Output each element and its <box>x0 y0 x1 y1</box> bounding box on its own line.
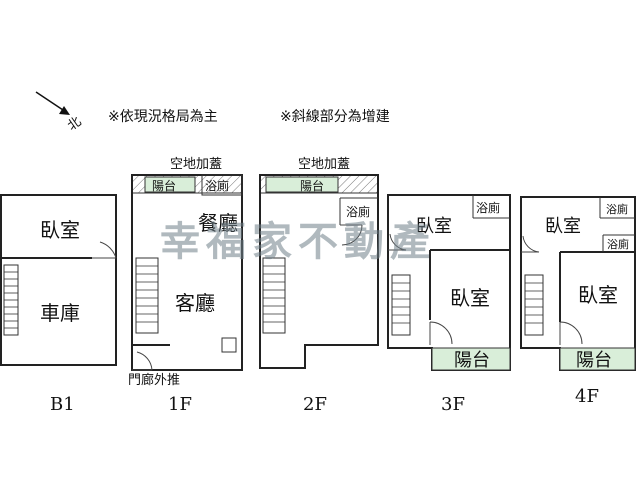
note-vacant-lot-cover: 空地加蓋 <box>170 157 222 172</box>
balcony-area <box>265 176 339 193</box>
balcony-area <box>559 347 636 371</box>
room-dining: 餐廳 <box>198 211 238 235</box>
floor-label-b1: B1 <box>50 394 75 415</box>
room-balcony: 陽台 <box>152 178 176 193</box>
plan-b1: 臥室 車庫 B1 <box>0 194 117 415</box>
room-bathroom: 浴廁 <box>476 200 500 215</box>
note-porch-extended: 門廊外推 <box>128 372 180 388</box>
room-bedroom-south: 臥室 <box>450 286 490 310</box>
room-bathroom: 浴廁 <box>346 204 370 219</box>
floor-label-2f: 2F <box>303 394 327 415</box>
pillar-icon <box>221 337 237 353</box>
plan-1f: 空地加蓋 陽台 浴廁 餐廳 客廳 門廊外推 1F <box>128 157 243 415</box>
floor-label-4f: 4F <box>575 386 599 407</box>
room-garage: 車庫 <box>40 301 80 325</box>
note-current-layout: ※依現況格局為主 <box>108 109 218 125</box>
room-bathroom-2: 浴廁 <box>607 237 629 251</box>
note-vacant-lot-cover: 空地加蓋 <box>298 157 350 172</box>
room-balcony: 陽台 <box>576 350 612 371</box>
floor-label-3f: 3F <box>441 394 465 415</box>
staircase-icon <box>3 264 19 336</box>
bathroom-area <box>201 174 243 196</box>
watermark-logo: 幸福家不動產 <box>160 219 436 265</box>
room-bathroom: 浴廁 <box>205 178 229 193</box>
staircase-icon <box>524 274 544 336</box>
plan-3f: 臥室 浴廁 臥室 陽台 3F <box>387 194 511 415</box>
room-balcony: 陽台 <box>300 178 324 193</box>
room-living: 客廳 <box>175 291 215 315</box>
room-bathroom-1: 浴廁 <box>606 202 628 216</box>
staircase-icon <box>135 257 159 334</box>
staircase-icon <box>391 274 411 336</box>
note-hatched-extension: ※斜線部分為增建 <box>280 109 390 125</box>
room-balcony: 陽台 <box>454 350 490 371</box>
plan-2f: 空地加蓋 陽台 浴廁 2F <box>259 157 379 415</box>
staircase-icon <box>262 257 286 334</box>
room-bedroom-north: 臥室 <box>545 216 581 237</box>
plan-4f: 臥室 浴廁 浴廁 臥室 陽台 4F <box>520 196 636 407</box>
room-bedroom: 臥室 <box>40 218 80 242</box>
floor-label-1f: 1F <box>168 394 192 415</box>
north-label: 北 <box>65 114 84 134</box>
north-arrow-icon: 北 <box>35 91 84 134</box>
balcony-area <box>431 347 511 371</box>
balcony-area <box>144 176 196 193</box>
room-bedroom-north: 臥室 <box>416 216 452 237</box>
room-bedroom-south: 臥室 <box>578 283 618 307</box>
